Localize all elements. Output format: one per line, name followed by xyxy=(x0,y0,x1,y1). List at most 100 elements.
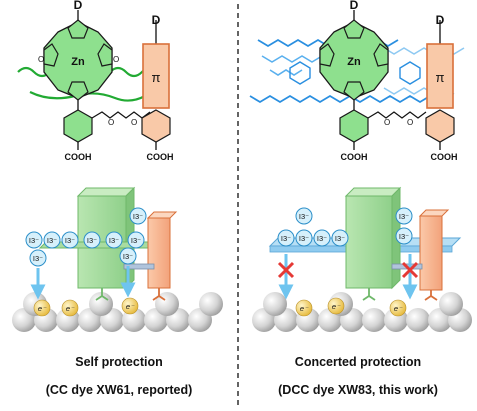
electron xyxy=(327,297,345,315)
right-caption-subtitle: (DCC dye XW83, this work) xyxy=(278,383,438,397)
porphyrin-block-right xyxy=(345,195,393,289)
oxygen-linker-1: O xyxy=(108,118,114,127)
blue-side-ring-right xyxy=(399,61,421,85)
pi-block-right xyxy=(419,215,443,291)
left-caption-title: Self protection xyxy=(75,355,163,369)
electron-label: e⁻ xyxy=(300,304,309,313)
iodide-label: I3⁻ xyxy=(33,254,43,263)
pyrrole-top xyxy=(67,19,89,39)
cooh-left: COOH xyxy=(65,152,92,162)
electron-label: e⁻ xyxy=(126,302,135,311)
iodide-ion xyxy=(313,229,331,247)
donor-label-pi: D xyxy=(152,13,161,27)
left-device: I3⁻ I3⁻ I3⁻ I3⁻ I3⁻ I3⁻ I3⁻ I3⁻ I3⁻ e⁻ e… xyxy=(12,186,223,332)
pyrrole-bottom xyxy=(343,81,365,101)
iodide-ion xyxy=(395,227,413,245)
anchor-green-left xyxy=(95,288,109,301)
pi-block-right-top xyxy=(418,209,450,217)
tio2-particle xyxy=(406,308,430,332)
iodide-ion xyxy=(395,207,413,225)
iodide-ion xyxy=(127,231,145,249)
blue-chain xyxy=(249,94,431,104)
right-device: I3⁻ I3⁻ I3⁻ I3⁻ I3⁻ I3⁻ I3⁻ e⁻ xyxy=(252,186,472,332)
iodide-ion xyxy=(295,207,313,225)
iodide-label: I3⁻ xyxy=(399,212,409,221)
zinc-label: Zn xyxy=(71,56,85,68)
porphyrin-block-left-top xyxy=(76,187,136,197)
iodide-label: I3⁻ xyxy=(131,236,141,245)
cooh-left: COOH xyxy=(341,152,368,162)
pi-block-left-top xyxy=(146,211,178,219)
cross-mark xyxy=(277,261,295,279)
iodide-label: I3⁻ xyxy=(335,234,345,243)
right-caption-title: Concerted protection xyxy=(294,355,422,369)
phenyl-ring-left xyxy=(339,109,369,143)
blue-chain xyxy=(269,69,303,76)
pi-label: π xyxy=(436,70,445,85)
iodide-label: I3⁻ xyxy=(87,236,97,245)
gray-link-left xyxy=(123,263,155,270)
phenyl-ring-left xyxy=(63,109,93,143)
iodide-ion xyxy=(331,229,349,247)
iodide-ion xyxy=(83,231,101,249)
anchor-green-right xyxy=(362,288,376,301)
electron-label: e⁻ xyxy=(394,304,403,313)
left-molecule: Zn D O O COOH O O D π COOH xyxy=(17,0,174,162)
pyrrole-left xyxy=(43,43,59,67)
oxygen-mark-left: O xyxy=(38,55,44,64)
iodide-label: I3⁻ xyxy=(399,232,409,241)
iodide-ion xyxy=(129,207,147,225)
iodide-label: I3⁻ xyxy=(123,252,133,261)
anchor-orange-left xyxy=(152,288,166,301)
iodide-group-left: I3⁻ I3⁻ I3⁻ I3⁻ I3⁻ I3⁻ I3⁻ I3⁻ I3⁻ xyxy=(25,207,147,267)
green-chain-bottom xyxy=(29,91,146,102)
iodide-label: I3⁻ xyxy=(281,234,291,243)
donor-label-pi: D xyxy=(436,13,445,27)
ether-linker xyxy=(91,111,151,119)
iodide-ion xyxy=(43,231,61,249)
tio2-particle xyxy=(362,308,386,332)
pi-bridge-box xyxy=(426,43,454,109)
cooh-right: COOH xyxy=(147,152,174,162)
iodide-ion xyxy=(277,229,295,247)
iodide-label: I3⁻ xyxy=(299,234,309,243)
iodide-label: I3⁻ xyxy=(299,212,309,221)
pyrrole-bottom xyxy=(67,81,89,101)
electron-label: e⁻ xyxy=(332,302,341,311)
pyrrole-left xyxy=(319,43,335,67)
pi-label: π xyxy=(152,70,161,85)
iodide-label: I3⁻ xyxy=(47,236,57,245)
oxygen-linker-2: O xyxy=(407,118,413,127)
blue-side-ring-left xyxy=(289,61,311,85)
iodide-label: I3⁻ xyxy=(29,236,39,245)
electron-label: e⁻ xyxy=(66,304,75,313)
tio2-surface-right xyxy=(252,292,472,332)
iodide-group-right: I3⁻ I3⁻ I3⁻ I3⁻ I3⁻ I3⁻ I3⁻ xyxy=(277,207,413,247)
iodide-label: I3⁻ xyxy=(65,236,75,245)
electron-label: e⁻ xyxy=(38,304,47,313)
pi-bridge-box xyxy=(142,43,170,109)
cooh-right: COOH xyxy=(431,152,458,162)
tio2-particle xyxy=(199,292,223,316)
phenyl-ring-right xyxy=(425,109,455,143)
tio2-particle xyxy=(263,292,287,316)
electron xyxy=(389,299,407,317)
iodide-ion xyxy=(105,231,123,249)
left-caption-subtitle: (CC dye XW61, reported) xyxy=(45,383,193,397)
cross-mark xyxy=(401,261,419,279)
oxygen-mark-right: O xyxy=(113,55,119,64)
iodide-label: I3⁻ xyxy=(317,234,327,243)
tio2-particle xyxy=(439,292,463,316)
oxygen-linker-2: O xyxy=(131,118,137,127)
tio2-particle xyxy=(89,292,113,316)
iodide-ion xyxy=(61,231,79,249)
iodide-ion xyxy=(29,249,47,267)
pyrrole-top xyxy=(343,19,365,39)
pyrrole-right xyxy=(373,43,389,67)
iodide-ion xyxy=(119,247,137,265)
donor-label-porphyrin: D xyxy=(74,0,83,12)
anchor-orange-right xyxy=(424,290,438,301)
right-molecule: Zn D COOH O O D π COOH xyxy=(249,0,465,162)
iodide-label: I3⁻ xyxy=(109,236,119,245)
pyrrole-right xyxy=(97,43,113,67)
